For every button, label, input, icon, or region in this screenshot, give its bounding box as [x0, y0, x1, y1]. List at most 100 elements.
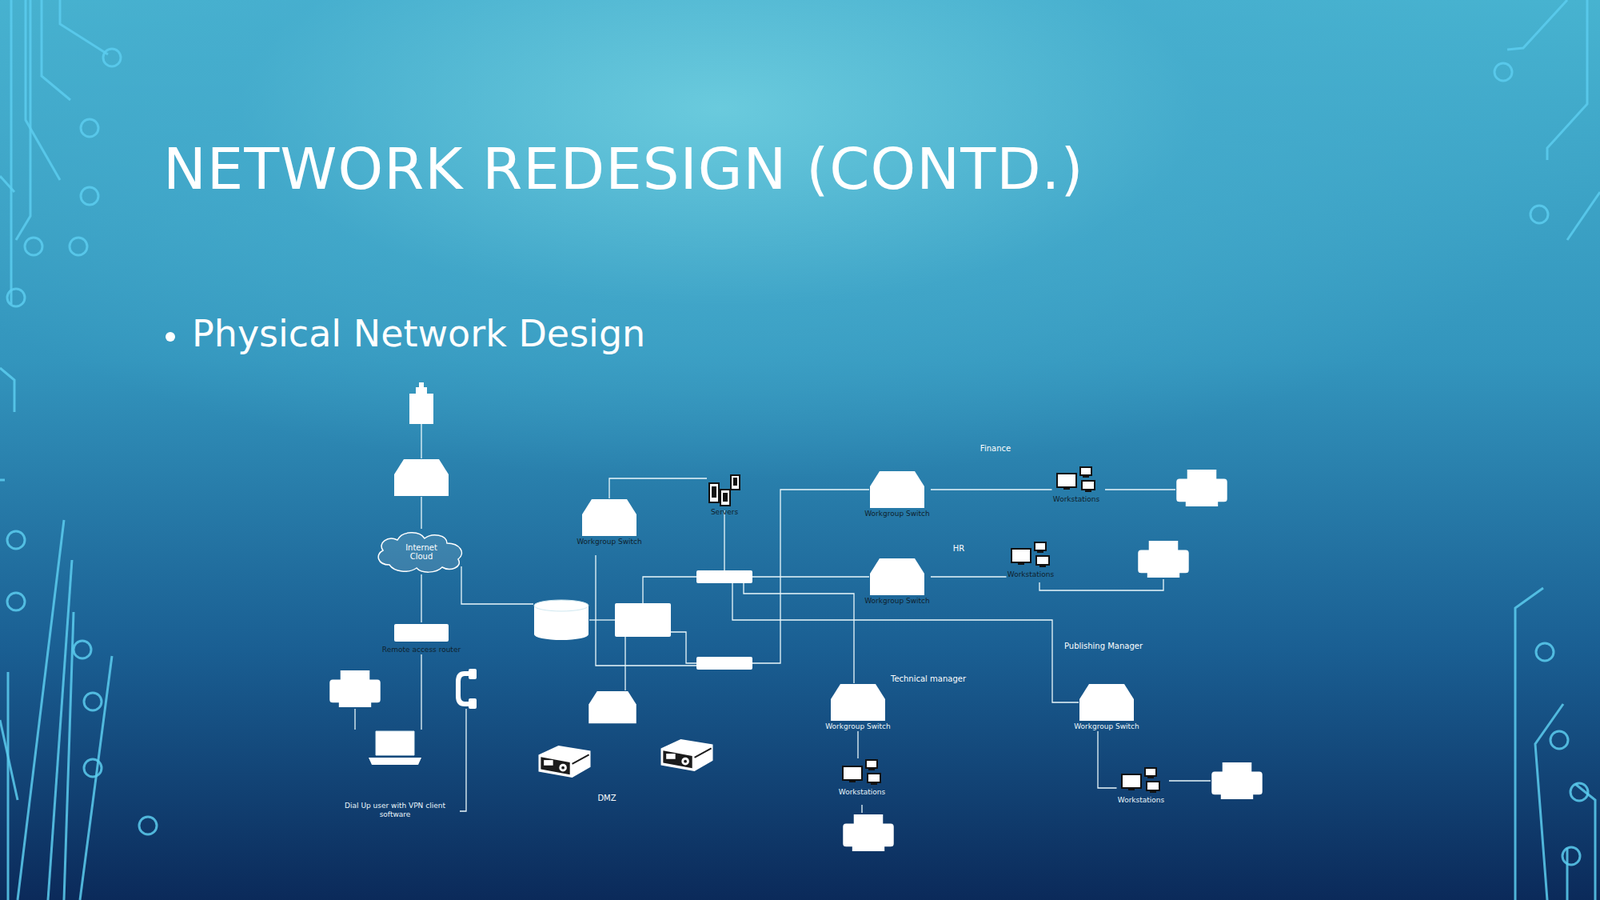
circuit-trace [15, 0, 31, 240]
circuit-trace [79, 655, 112, 900]
sw-icon [581, 498, 638, 537]
dmz-switch-symbol [588, 690, 637, 723]
network-wire [743, 582, 854, 683]
circuit-trace [7, 671, 10, 900]
network-wire [732, 582, 1079, 703]
device-group [614, 570, 753, 670]
department-label: Technical manager [890, 674, 966, 684]
circuit-pad [83, 758, 102, 777]
cloud-node: Internet Cloud [373, 528, 471, 575]
device-label: Workstations [1117, 795, 1165, 805]
circuit-pad [73, 640, 92, 659]
network-wire [723, 510, 725, 571]
circuit-pad [7, 530, 25, 549]
dmz-server-symbol [660, 738, 713, 771]
circuit-trace [1567, 191, 1600, 240]
circuit-trace [47, 559, 72, 900]
router-node: Remote access router [381, 622, 463, 655]
firewall-box [614, 602, 671, 637]
dmz-server-symbol [538, 745, 591, 778]
device-label: Remote access router [382, 645, 461, 655]
circuit-trace [0, 175, 15, 192]
network-wire [752, 575, 870, 577]
network-wire [459, 708, 467, 811]
network-wire [354, 708, 356, 730]
servers-icon [706, 473, 743, 507]
workstation-node: Workstations [1006, 540, 1056, 579]
circuit-pad [1536, 642, 1554, 661]
circuit-pad [7, 288, 25, 307]
circuit-trace [63, 611, 74, 900]
device-label: Workgroup Switch [576, 537, 643, 547]
network-wire [589, 618, 615, 620]
sw-icon [869, 557, 926, 596]
zone-label: DMZ [597, 793, 616, 803]
printer-symbol [842, 813, 894, 851]
ws-icon [1120, 766, 1162, 795]
circuit-trace [1547, 0, 1588, 160]
ws-icon [1055, 465, 1098, 495]
workstation-node: Workstations [837, 758, 887, 797]
hub-symbol [696, 656, 753, 670]
workstation-node: Workstations [1117, 766, 1166, 805]
switch-node: Workgroup Switch [863, 470, 931, 519]
printer-symbol [1211, 762, 1262, 799]
network-link [420, 654, 422, 730]
device-label: Workgroup Switch [825, 722, 891, 731]
circuit-trace [59, 0, 108, 55]
sw-icon [829, 682, 886, 722]
circuit-pad [139, 816, 157, 834]
switch-node: Workgroup Switch [824, 682, 892, 731]
circuit-trace [0, 478, 5, 482]
circuit-pad [1570, 782, 1589, 801]
circuit-pad [80, 187, 99, 205]
wire-group [355, 423, 1211, 813]
switch-node: Workgroup Switch [1073, 682, 1141, 731]
network-link [930, 575, 1007, 577]
sw-icon [869, 470, 926, 509]
circuit-trace [41, 0, 71, 100]
device-label: Workstations [1053, 494, 1100, 504]
bullet-text: Physical Network Design [191, 311, 646, 356]
network-wire [624, 636, 626, 691]
device-label: Workgroup Switch [864, 509, 930, 519]
printer-symbol [1176, 469, 1227, 507]
device-label: Internet Cloud [397, 542, 446, 561]
network-wire [461, 566, 534, 604]
circuit-trace [1566, 847, 1569, 900]
circuit-pad [69, 237, 88, 256]
bullet-dot [165, 331, 176, 342]
circuit-pad [7, 592, 25, 611]
network-wire [780, 489, 870, 577]
network-wire [595, 554, 697, 666]
circuit-pad [103, 48, 121, 67]
hub-symbol [696, 570, 753, 583]
circuit-pad [1494, 63, 1513, 81]
device-label: Workgroup Switch [864, 596, 930, 606]
ws-icon [1009, 540, 1052, 570]
network-link [857, 730, 858, 759]
department-label: HR [953, 543, 965, 554]
network-wire [420, 496, 422, 529]
network-link [1097, 730, 1118, 788]
circuit-pad [83, 692, 102, 711]
circuit-trace [0, 367, 15, 412]
circuit-trace [1535, 703, 1564, 900]
printer-symbol [329, 670, 380, 707]
network-link [609, 478, 707, 499]
device-label: Dial Up user with VPN client software [335, 801, 455, 819]
circuit-trace [1515, 587, 1544, 900]
department-label: Finance [980, 443, 1011, 454]
network-wire [1039, 578, 1164, 591]
network-wire [420, 423, 422, 459]
circuit-trace [1507, 0, 1568, 50]
network-wire [1169, 779, 1211, 781]
slide-title: NETWORK REDESIGN (CONTD.) [163, 134, 1085, 204]
ws-icon [841, 758, 883, 787]
building-symbol [409, 382, 434, 424]
switch-node: Workgroup Switch [575, 498, 643, 547]
circuit-pad [1530, 205, 1549, 224]
device-label: Servers [710, 507, 739, 517]
